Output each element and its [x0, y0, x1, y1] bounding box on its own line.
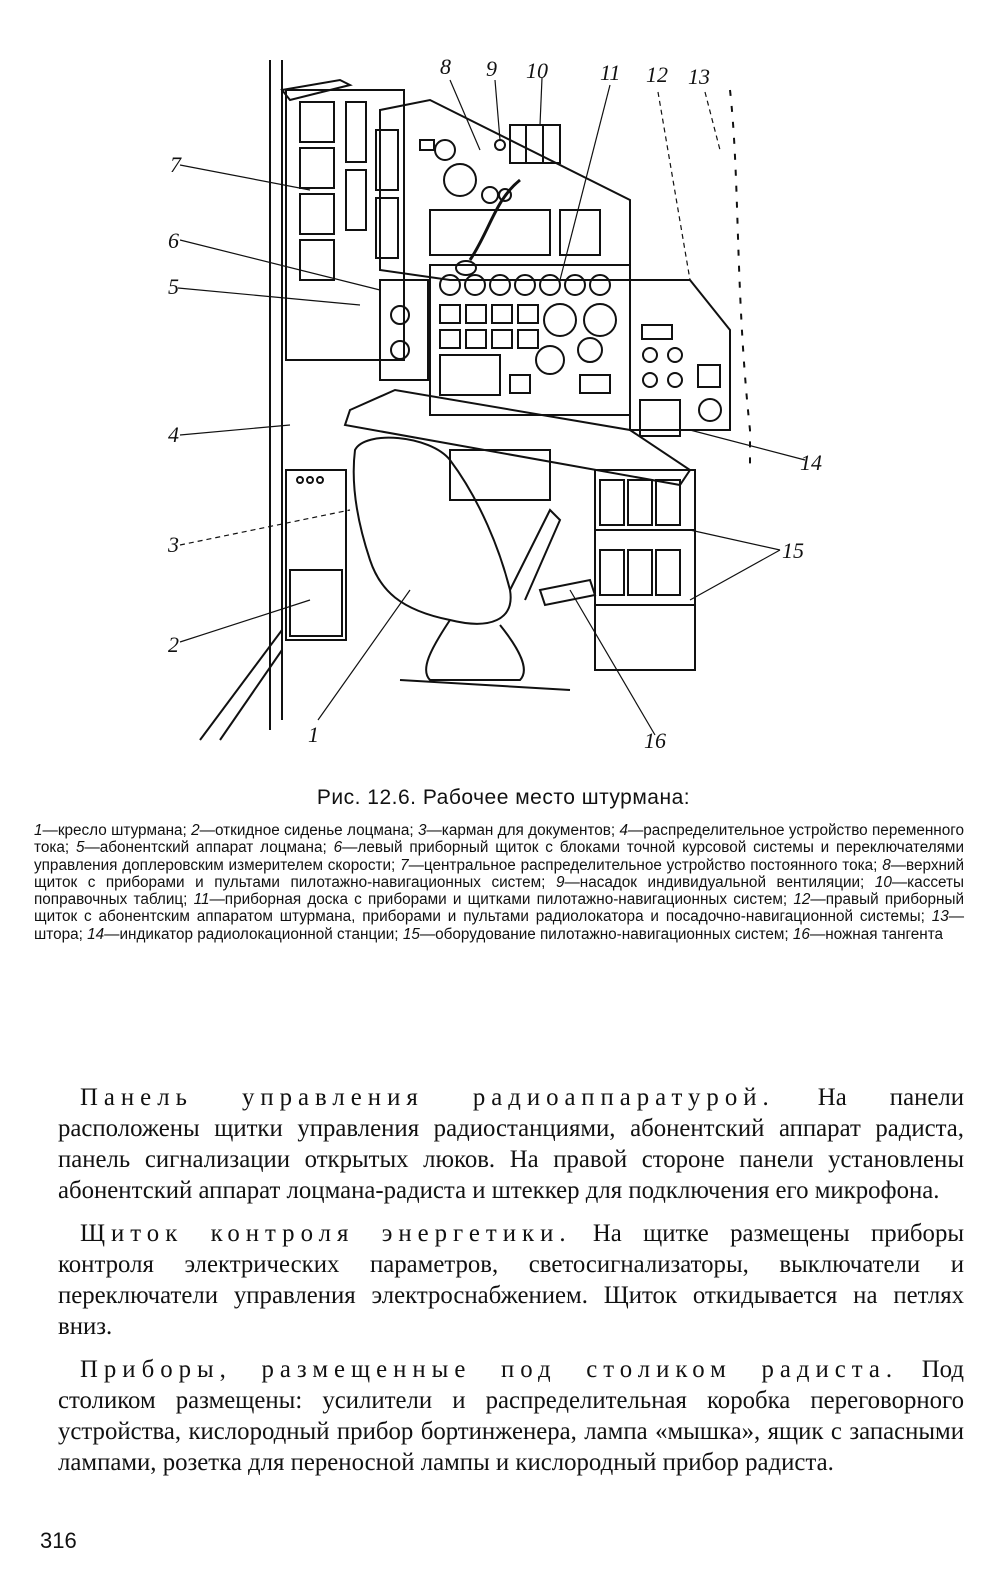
paragraph-heading: Щиток контроля энергетики.: [80, 1220, 572, 1247]
callout-7: 7: [170, 152, 182, 177]
body-text: Панель управления радиоаппаратурой. На п…: [58, 1082, 964, 1490]
legend-item-6: 6—левый приборный щиток с блоками точной…: [34, 839, 964, 874]
legend-item-13: 13—штора;: [34, 908, 964, 943]
callout-13: 13: [688, 64, 710, 89]
callout-15: 15: [782, 538, 804, 563]
paragraph-text: Под столиком размещены: усилители и расп…: [58, 1356, 964, 1476]
paragraph-heading: Панель управления радиоаппаратурой.: [80, 1084, 775, 1111]
paragraph-under-table: Приборы, размещенные под столиком радист…: [58, 1354, 964, 1478]
paragraph-heading: Приборы, размещенные под столиком радист…: [80, 1356, 899, 1383]
callout-4: 4: [168, 422, 179, 447]
figure-drawing: 1 2 3 4 5 6 7 8 9 10 11 12 13 14 15 16: [167, 54, 822, 753]
callout-16: 16: [644, 728, 666, 753]
legend-item-12: 12—правый приборный щиток с абонентским …: [34, 891, 964, 926]
legend-item-8: 8—верхний щиток с приборами и пультами п…: [34, 856, 964, 891]
paragraph-text: На панели расположены щитки управления р…: [58, 1084, 965, 1204]
navigator-workstation-figure: 1 2 3 4 5 6 7 8 9 10 11 12 13 14 15 16: [150, 30, 850, 760]
callout-8: 8: [440, 54, 451, 79]
callout-5: 5: [168, 274, 179, 299]
callout-10: 10: [526, 58, 548, 83]
legend-item-5: 5—абонентский аппарат лоцмана;: [75, 839, 334, 857]
legend-item-7: 7—центральное распределительное устройст…: [400, 856, 883, 874]
legend-item-14: 14—индикатор радиолокационной станции;: [87, 925, 403, 943]
legend-item-15: 15—оборудование пилотажно-навигационных …: [402, 925, 793, 943]
paragraph-energy-panel: Щиток контроля энергетики. На щитке разм…: [58, 1218, 964, 1342]
legend-item-16: 16—ножная тангента: [792, 925, 944, 943]
legend-item-11: 11—приборная доска с приборами и щитками…: [193, 891, 794, 909]
figure-legend: 1—кресло штурмана; 2—откидное сиденье ло…: [34, 822, 964, 943]
callout-12: 12: [646, 62, 668, 87]
callout-2: 2: [168, 632, 179, 657]
paragraph-text: На щитке размещены приборы контроля элек…: [58, 1220, 965, 1340]
callout-9: 9: [486, 56, 497, 81]
callout-1: 1: [308, 722, 319, 747]
legend-item-3: 3—карман для документов;: [417, 822, 620, 839]
figure-caption-title: Рис. 12.6. Рабочее место штурмана:: [316, 786, 691, 809]
paragraph-radio-panel: Панель управления радиоаппаратурой. На п…: [58, 1082, 964, 1206]
callout-11: 11: [600, 60, 620, 85]
page-number: 316: [40, 1528, 77, 1553]
legend-item-10: 10—кассеты поправочных таблиц;: [34, 873, 964, 909]
legend-item-9: 9—насадок индивидуальной вентиляции;: [555, 873, 875, 891]
legend-item-4: 4—распределительное устройство переменно…: [34, 822, 965, 857]
callout-14: 14: [800, 450, 822, 475]
legend-item-2: 2—откидное сиденье лоцмана;: [191, 822, 418, 839]
callout-3: 3: [167, 532, 179, 557]
legend-item-1: 1—кресло штурмана;: [34, 822, 192, 839]
callout-6: 6: [168, 228, 179, 253]
